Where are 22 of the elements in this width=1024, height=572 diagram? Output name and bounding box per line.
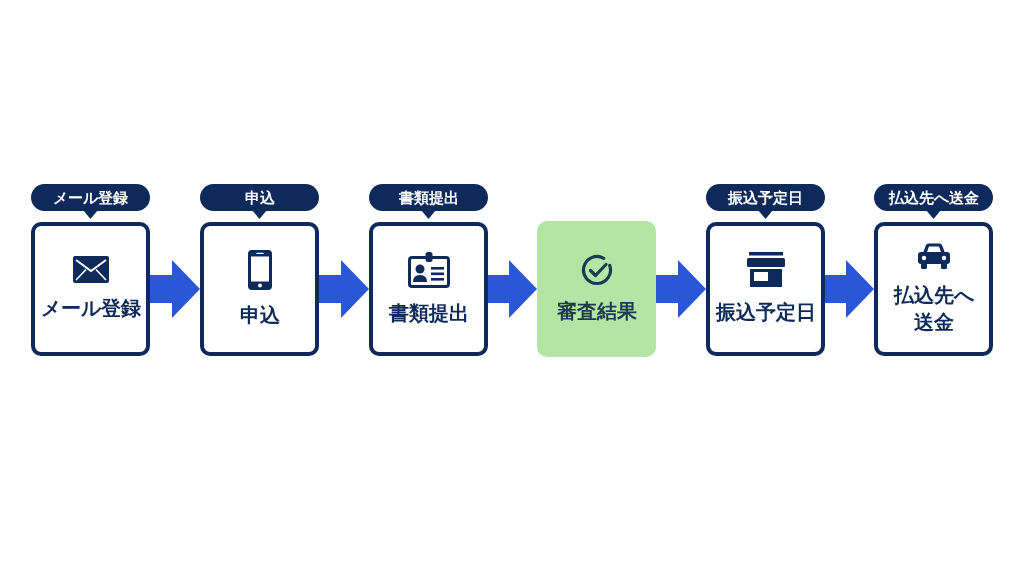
- arrow: [656, 260, 706, 318]
- step-title: 振込予定日: [715, 299, 816, 326]
- arrow: [825, 260, 874, 318]
- step-title: 書類提出: [388, 299, 469, 327]
- step-card: [200, 222, 319, 356]
- arrow: [319, 260, 369, 318]
- step-title: 審査結果: [556, 297, 637, 325]
- step-card: [369, 222, 488, 356]
- step-label: 申込: [244, 187, 275, 208]
- step-title: 申込: [239, 301, 280, 329]
- arrow: [488, 260, 537, 318]
- step-title: 払込先へ送金: [892, 282, 975, 336]
- highlighted-step-card: [537, 221, 656, 357]
- step-card: [706, 222, 825, 356]
- step-label: 払込先へ送金: [888, 187, 979, 208]
- step-label: 書類提出: [398, 187, 459, 208]
- arrow: [150, 260, 200, 318]
- step-title: メール登録: [40, 295, 141, 322]
- step-label: メール登録: [53, 187, 128, 208]
- step-label: 振込予定日: [728, 187, 803, 208]
- step-card: [874, 222, 993, 356]
- step-card: [31, 222, 150, 356]
